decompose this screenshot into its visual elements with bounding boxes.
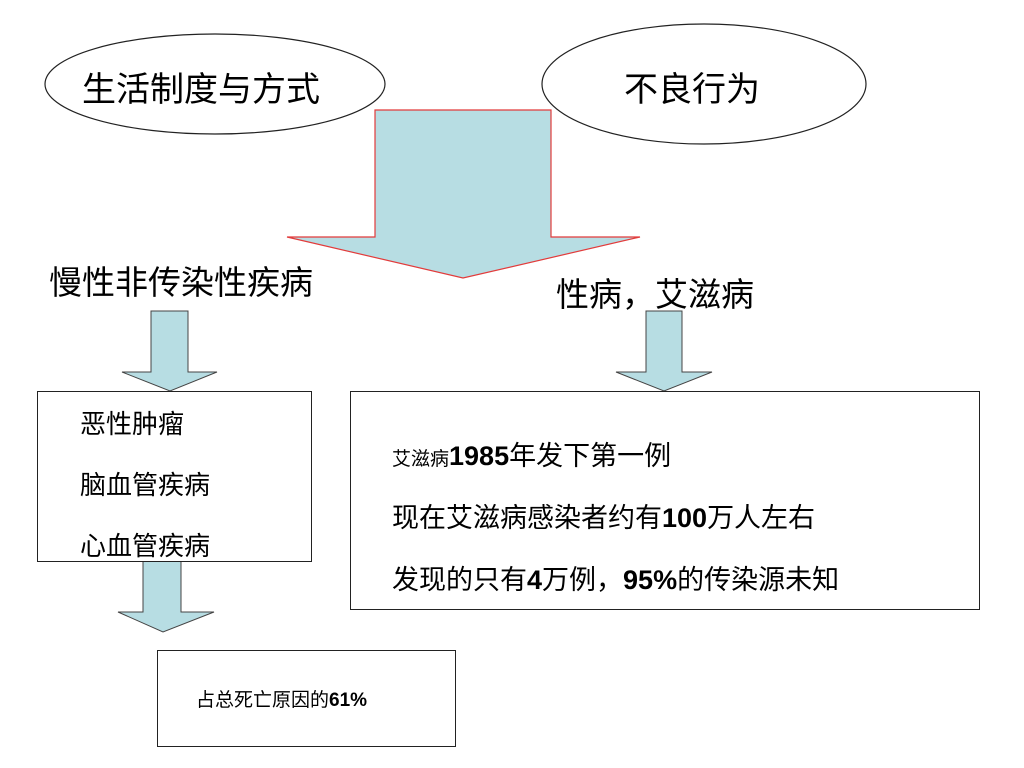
aids-info-box: 艾滋病1985年发下第一例 现在艾滋病感染者约有100万人左右 发现的只有4万例… [350,391,980,610]
list-item: 脑血管疾病 [80,471,211,501]
aids-line3-prefix: 发现的只有 [392,565,527,596]
aids-infected-count: 100 [662,503,708,533]
oval-lifestyle-label: 生活制度与方式 [82,70,320,110]
aids-first-year: 1985 [449,441,510,471]
aids-line3-mid: 万例， [542,565,624,596]
aids-info-line-2: 现在艾滋病感染者约有100万人左右 [392,496,815,535]
death-share-value: 61% [329,690,368,711]
arrow-to-death-share [117,560,215,633]
heading-chronic-disease: 慢性非传染性疾病 [49,263,313,302]
aids-label-small: 艾滋病 [392,448,450,470]
oval-bad-behavior [541,23,867,145]
aids-info-line-1: 艾滋病1985年发下第一例 [392,434,671,473]
oval-bad-behavior-label: 不良行为 [624,70,760,110]
death-share-text: 占总死亡原因的61% [196,685,367,712]
aids-unknown-source-percent: 95% [623,565,678,595]
aids-line2-prefix: 现在艾滋病感染者约有 [392,503,662,534]
aids-line1-suffix: 年发下第一例 [509,441,672,472]
arrow-std-down [615,310,713,392]
aids-info-line-3: 发现的只有4万例，95%的传染源未知 [392,558,839,597]
big-down-arrow [286,109,641,279]
aids-line2-suffix: 万人左右 [707,503,816,534]
list-item: 恶性肿瘤 [80,410,185,440]
death-share-prefix: 占总死亡原因的 [196,689,330,711]
chronic-disease-box: 恶性肿瘤 脑血管疾病 心血管疾病 [37,391,312,562]
arrow-chronic-down [121,310,218,392]
heading-std-aids: 性病，艾滋病 [556,275,754,314]
oval-lifestyle [44,33,386,135]
death-share-box: 占总死亡原因的61% [157,650,456,747]
aids-line3-suffix: 的传染源未知 [677,565,840,596]
list-item: 心血管疾病 [80,532,211,562]
aids-discovered-count: 4 [527,565,543,595]
